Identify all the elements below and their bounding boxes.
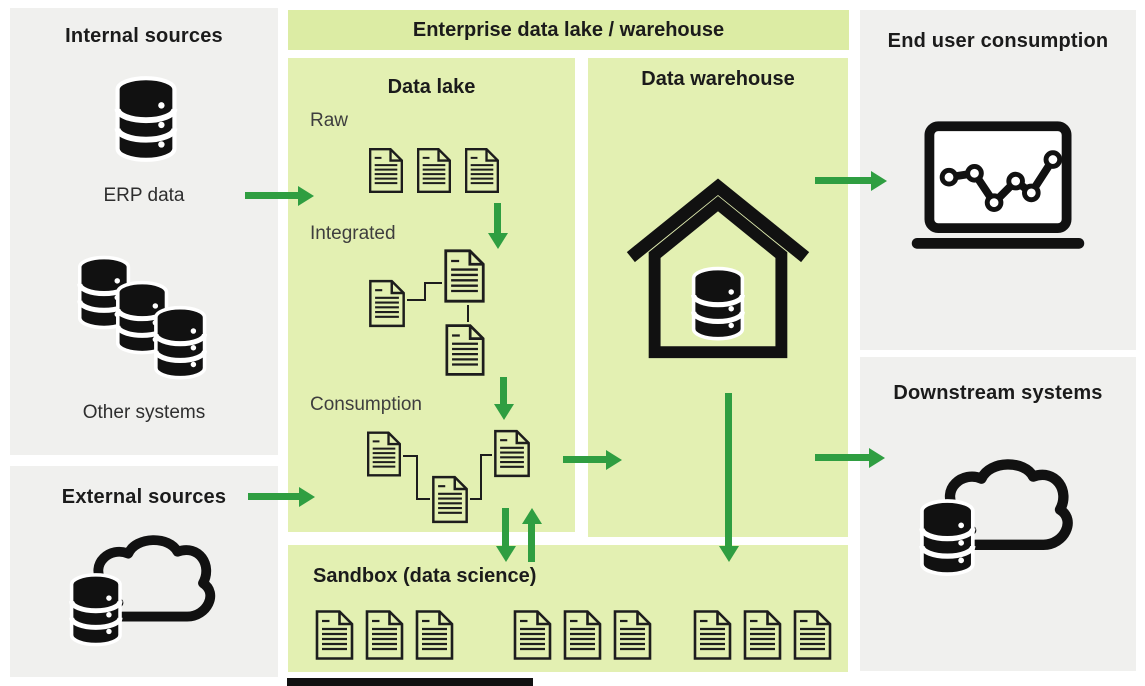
- document-icon: [367, 277, 407, 330]
- flow-arrow-erp-to-data-lake: [245, 185, 314, 206]
- flow-arrow-consumption-to-sandbox: [495, 508, 516, 562]
- flow-arrow-warehouse-to-downstream: [815, 447, 885, 468]
- flow-arrow-raw-to-integrated: [487, 203, 508, 249]
- downstream-systems-title: Downstream systems: [893, 382, 1103, 404]
- external-sources-title: External sources: [61, 486, 227, 508]
- raw-zone-label: Raw: [310, 110, 349, 131]
- stacked-databases-icon: [68, 254, 220, 384]
- document-icon: [463, 143, 501, 198]
- downstream-systems-box: Downstream systems: [860, 357, 1136, 671]
- document-icon: [741, 608, 784, 662]
- flow-arrow-sandbox-to-consumption: [521, 508, 542, 562]
- external-sources-box: External sources: [10, 466, 278, 677]
- document-icon: [413, 608, 456, 662]
- flow-arrow-integrated-to-consumption: [493, 377, 514, 420]
- document-icon: [365, 428, 403, 480]
- flow-arrow-warehouse-to-end-user: [815, 170, 887, 191]
- footer-bar: [287, 678, 533, 686]
- flow-arrow-data-lake-to-warehouse: [563, 449, 622, 470]
- flow-arrow-warehouse-to-sandbox: [718, 393, 739, 562]
- document-icon: [492, 427, 532, 480]
- document-icon: [443, 322, 487, 378]
- data-lake-title: Data lake: [387, 76, 476, 98]
- other-systems-label: Other systems: [82, 402, 206, 423]
- document-icon: [313, 608, 356, 662]
- enterprise-banner-title: Enterprise data lake / warehouse: [412, 18, 725, 41]
- internal-sources-title: Internal sources: [65, 25, 223, 47]
- database-icon: [108, 74, 184, 164]
- warehouse-house-icon: [618, 166, 818, 368]
- data-lake-panel: Data lake Raw Integrated Consumption: [288, 58, 575, 532]
- flow-arrow-external-to-data-lake: [248, 486, 315, 507]
- enterprise-banner: Enterprise data lake / warehouse: [288, 10, 849, 50]
- end-user-consumption-box: End user consumption: [860, 10, 1136, 350]
- data-warehouse-panel: Data warehouse: [588, 58, 848, 537]
- integrated-zone-label: Integrated: [310, 223, 396, 244]
- sandbox-panel: Sandbox (data science): [288, 545, 848, 672]
- document-icon: [611, 608, 654, 662]
- sandbox-title: Sandbox (data science): [313, 565, 537, 587]
- document-icon: [791, 608, 834, 662]
- document-icon: [430, 472, 470, 527]
- laptop-chart-icon: [900, 120, 1096, 254]
- cloud-database-icon: [908, 458, 1088, 582]
- document-icon: [561, 608, 604, 662]
- document-icon: [691, 608, 734, 662]
- document-icon: [442, 247, 487, 305]
- cloud-database-icon: [58, 534, 230, 652]
- data-warehouse-title: Data warehouse: [641, 68, 795, 90]
- document-icon: [415, 143, 453, 198]
- internal-sources-box: Internal sources ERP data Other systems: [10, 8, 278, 455]
- document-icon: [511, 608, 554, 662]
- erp-data-label: ERP data: [103, 185, 185, 206]
- document-icon: [367, 143, 405, 198]
- consumption-zone-label: Consumption: [310, 394, 422, 415]
- document-icon: [363, 608, 406, 662]
- end-user-consumption-title: End user consumption: [887, 30, 1109, 52]
